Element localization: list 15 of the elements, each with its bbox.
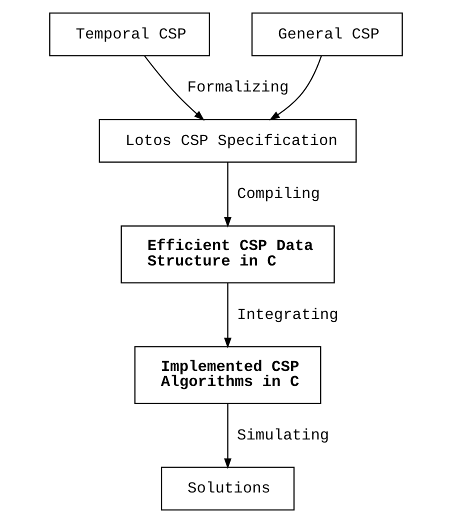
arrow [144,55,205,121]
edge-label: Integrating [236,306,338,324]
node-box: Lotos CSP Specification [98,118,357,163]
edge-label: Compiling [236,185,320,204]
node-box: Temporal CSP [49,12,210,56]
edge-label: Formalizing [187,78,289,97]
node-box: General CSP [251,12,403,56]
arrow [224,404,232,470]
node-box: Solutions [160,466,295,511]
arrow [269,56,322,120]
arrow [224,162,232,228]
edge-label: Simulating [236,426,330,444]
node-box: Implemented CSP Algorithms in C [134,346,322,404]
node-box: Efficient CSP Data Structure in C [120,225,335,284]
arrow [224,283,232,348]
